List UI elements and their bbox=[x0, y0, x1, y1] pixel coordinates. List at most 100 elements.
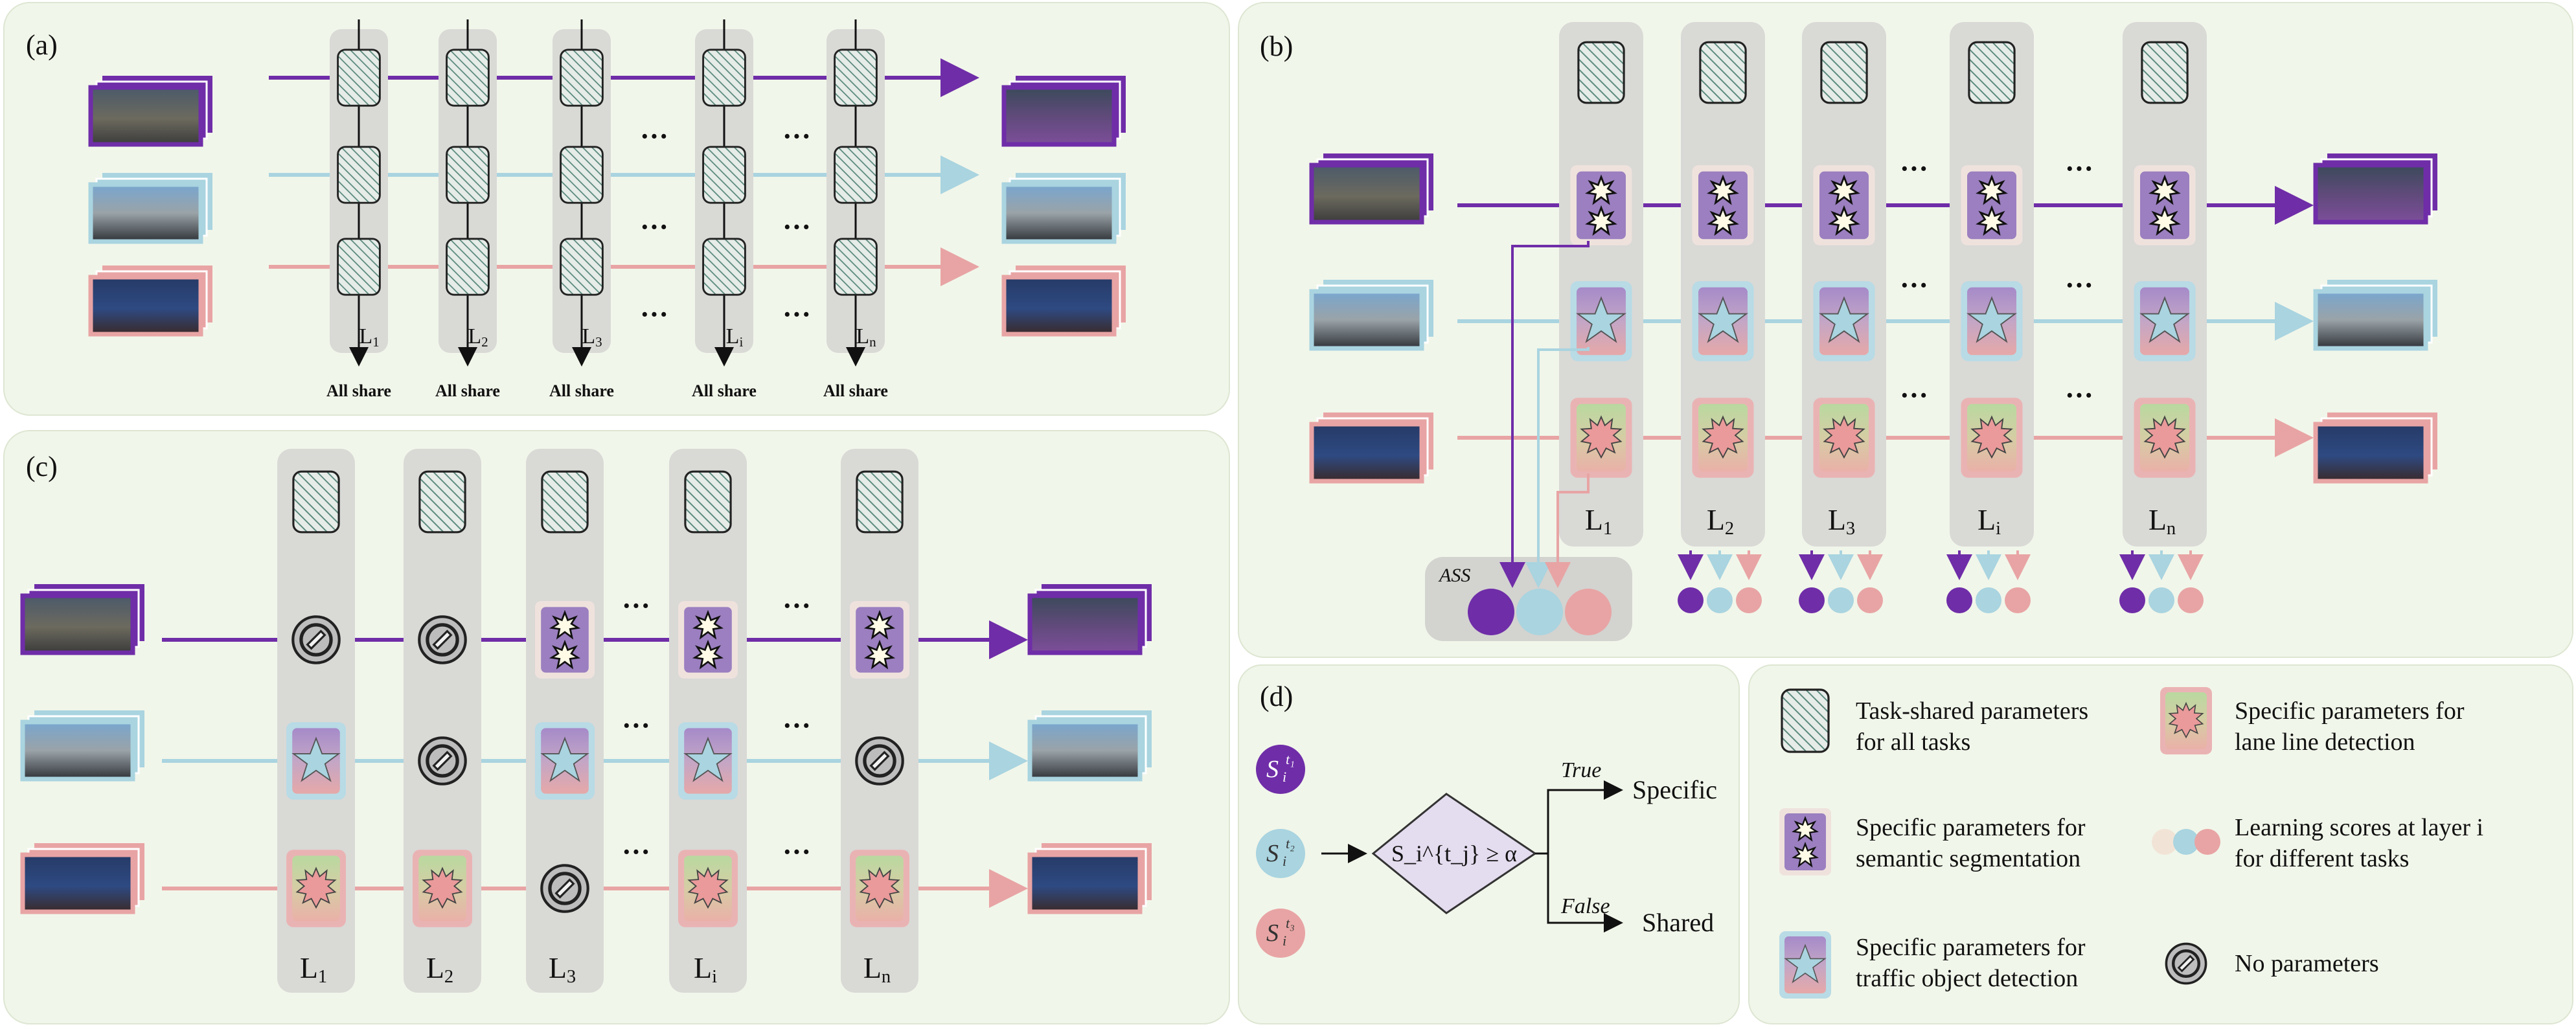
output-image-stack bbox=[1030, 584, 1152, 653]
hatched-block-icon bbox=[1781, 688, 1830, 753]
hatched-block-icon bbox=[541, 470, 589, 534]
ellipsis: ··· bbox=[622, 710, 650, 741]
panel-d-label: (d) bbox=[1260, 681, 1293, 712]
specific-label: Specific bbox=[1632, 775, 1717, 804]
hatched-block-icon bbox=[418, 470, 466, 534]
input-image-stack bbox=[1312, 153, 1433, 222]
svg-text:i: i bbox=[1282, 933, 1286, 949]
layer-label: Ln bbox=[2149, 503, 2176, 539]
all-share-label: All share bbox=[549, 381, 614, 400]
layer-label: L2 bbox=[468, 324, 488, 350]
ellipsis: ··· bbox=[782, 120, 811, 152]
score-dot-icon bbox=[1828, 587, 1854, 613]
score-dot-icon bbox=[1565, 589, 1612, 635]
false-label: False bbox=[1560, 894, 1610, 918]
score-dot-icon bbox=[1256, 909, 1305, 958]
output-image-stack bbox=[2316, 413, 2437, 481]
output-image-stack bbox=[2316, 280, 2437, 348]
input-image-stack bbox=[91, 266, 212, 334]
input-image-stack bbox=[1312, 413, 1433, 481]
score-dot-icon bbox=[2178, 587, 2204, 613]
input-image-stack bbox=[23, 843, 144, 912]
ellipsis: ··· bbox=[782, 211, 811, 243]
ellipsis: ··· bbox=[782, 710, 811, 741]
output-image-stack bbox=[1004, 76, 1126, 144]
layer-label: Li bbox=[726, 324, 744, 350]
spiky-star-icon bbox=[678, 849, 738, 928]
svg-text:i: i bbox=[1282, 853, 1286, 869]
star-burst-icon bbox=[1569, 164, 1633, 247]
spiky-star-icon bbox=[1960, 397, 2023, 479]
ellipsis: ··· bbox=[1900, 269, 1928, 301]
no-parameters-icon bbox=[856, 738, 902, 784]
hatched-block-icon bbox=[337, 49, 381, 107]
ellipsis: ··· bbox=[2065, 269, 2093, 301]
layer-label: Li bbox=[1978, 503, 2001, 539]
star-icon bbox=[678, 721, 738, 800]
ellipsis: ··· bbox=[640, 120, 668, 152]
no-parameters-icon bbox=[2166, 944, 2206, 983]
all-share-label: All share bbox=[692, 381, 757, 400]
input-image-stack bbox=[91, 76, 212, 144]
hatched-block-icon bbox=[446, 146, 490, 204]
layer-label: Li bbox=[694, 951, 717, 987]
star-burst-icon bbox=[677, 600, 739, 680]
legend-traffic-2: traffic object detection bbox=[1856, 965, 2078, 992]
legend-semseg-1: Specific parameters for bbox=[1856, 814, 2086, 841]
hatched-block-icon bbox=[856, 470, 904, 534]
hatched-block-icon bbox=[446, 238, 490, 296]
star-burst-icon bbox=[1812, 164, 1876, 247]
output-image-stack bbox=[1004, 173, 1126, 242]
layer-label: L2 bbox=[426, 951, 453, 987]
ass-feed-arrow bbox=[1525, 347, 1590, 588]
svg-text:S: S bbox=[1266, 920, 1279, 947]
score-dot-icon bbox=[1468, 589, 1514, 635]
no-parameters-icon bbox=[541, 865, 587, 911]
layer-label: L1 bbox=[300, 951, 327, 987]
output-image-stack bbox=[1030, 710, 1152, 779]
spiky-star-icon bbox=[1569, 397, 1633, 479]
input-image-stack bbox=[1312, 280, 1433, 348]
hatched-block-icon bbox=[560, 49, 604, 107]
no-parameters-icon bbox=[419, 738, 465, 784]
score-dot-icon bbox=[1707, 587, 1733, 613]
spiky-star-icon bbox=[2160, 686, 2213, 755]
spiky-star-icon bbox=[849, 849, 910, 928]
layer-label: L3 bbox=[549, 951, 576, 987]
star-icon bbox=[1960, 280, 2023, 362]
star-burst-icon bbox=[2133, 164, 2196, 247]
ellipsis: ··· bbox=[1900, 379, 1928, 411]
hatched-block-icon bbox=[702, 146, 746, 204]
star-icon bbox=[1812, 280, 1876, 362]
score-dot-icon bbox=[2149, 587, 2174, 613]
score-dot-icon bbox=[1857, 587, 1883, 613]
spiky-star-icon bbox=[286, 849, 347, 928]
ellipsis: ··· bbox=[622, 590, 650, 622]
hatched-block-icon bbox=[337, 146, 381, 204]
svg-text:S: S bbox=[1266, 840, 1279, 867]
star-icon bbox=[2133, 280, 2196, 362]
score-dot-icon bbox=[2119, 587, 2145, 613]
input-image-stack bbox=[23, 710, 144, 779]
svg-text:t₂: t₂ bbox=[1286, 835, 1295, 852]
score-dot-icon bbox=[2152, 829, 2178, 855]
svg-text:i: i bbox=[1282, 769, 1286, 785]
ellipsis: ··· bbox=[622, 836, 650, 868]
layer-label: L2 bbox=[1707, 503, 1734, 539]
true-label: True bbox=[1561, 758, 1601, 782]
legend-semseg-2: semantic segmentation bbox=[1856, 845, 2080, 872]
layer-label: L1 bbox=[359, 324, 379, 350]
score-dot-icon bbox=[1678, 587, 1704, 613]
hatched-block-icon bbox=[702, 49, 746, 107]
hatched-block-icon bbox=[834, 146, 878, 204]
shared-label: Shared bbox=[1642, 908, 1714, 937]
ass-feed-arrow bbox=[1499, 241, 1590, 588]
ellipsis: ··· bbox=[1900, 153, 1928, 185]
score-dot-icon bbox=[1256, 745, 1305, 794]
star-burst-icon bbox=[1960, 164, 2023, 247]
layer-label: L3 bbox=[582, 324, 602, 350]
hatched-block-icon bbox=[560, 238, 604, 296]
all-share-label: All share bbox=[435, 381, 500, 400]
spiky-star-icon bbox=[412, 849, 473, 928]
